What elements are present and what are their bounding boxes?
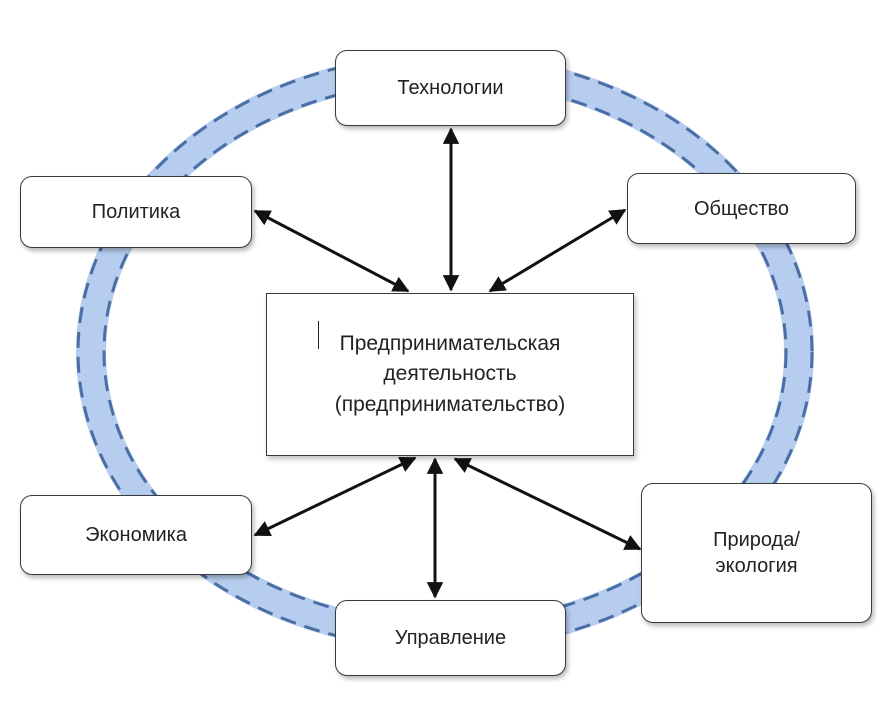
node-economy: Экономика — [20, 495, 252, 575]
node-management: Управление — [335, 600, 566, 676]
arrow-center-nature — [453, 457, 642, 551]
node-society: Общество — [627, 173, 856, 244]
arrow-center-economy — [253, 456, 417, 537]
arrow-center-politics — [253, 209, 410, 293]
connector-arrows — [253, 127, 642, 599]
node-technology: Технологии — [335, 50, 566, 126]
node-politics: Политика — [20, 176, 252, 248]
node-nature: Природа/ экология — [641, 483, 872, 623]
node-entrepreneurship: Предпринимательская деятельность (предпр… — [266, 293, 634, 456]
arrow-center-society — [488, 208, 627, 293]
text-cursor — [318, 321, 319, 349]
